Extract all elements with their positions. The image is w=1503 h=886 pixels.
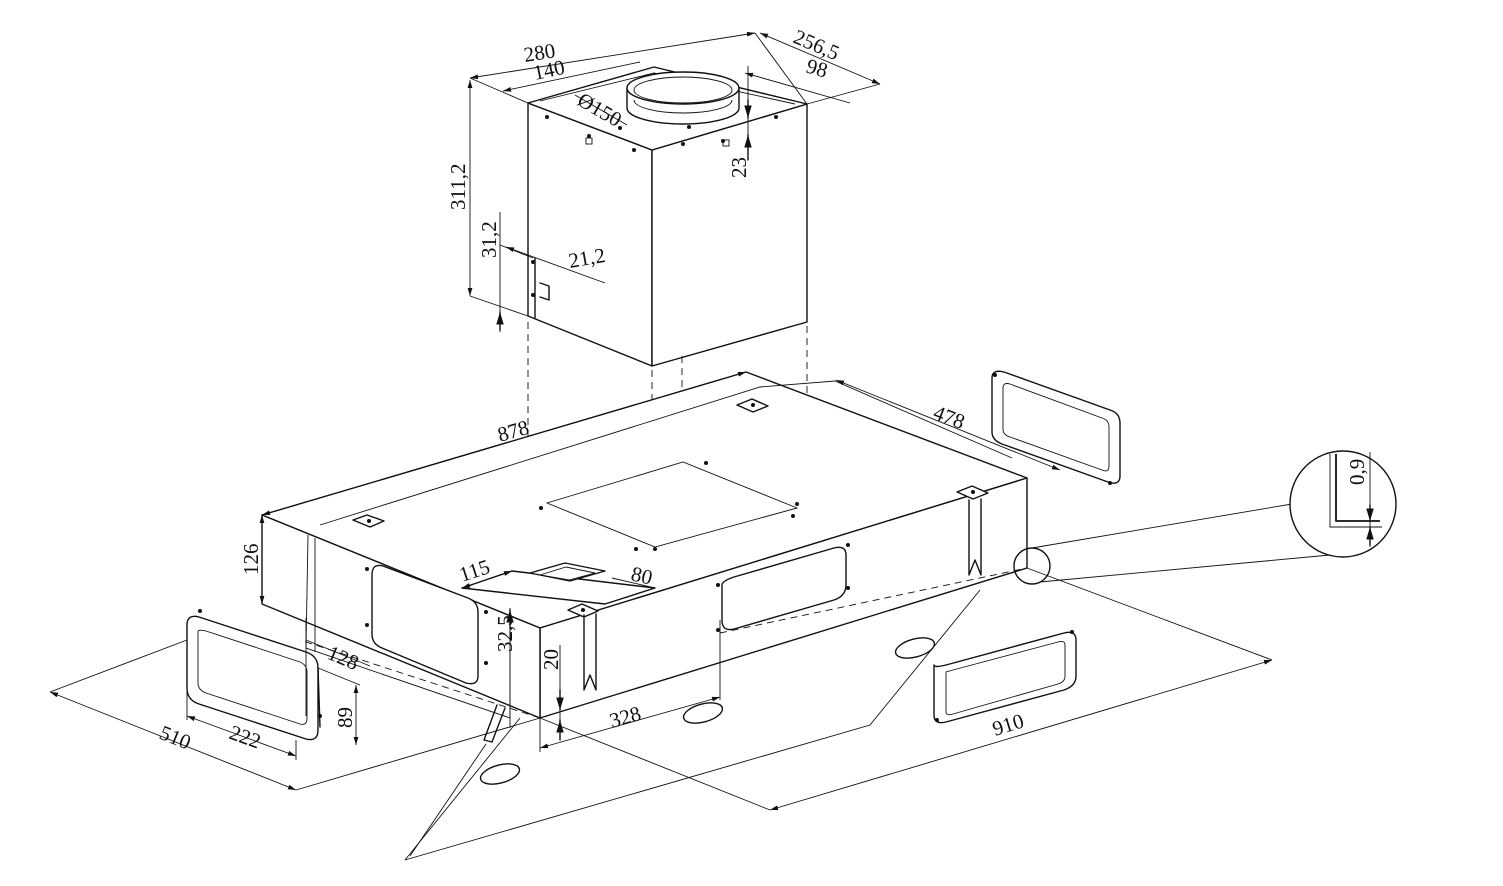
dim-140: 140	[531, 55, 567, 85]
top-clips	[352, 398, 989, 618]
dim-910: 910	[989, 709, 1026, 741]
right-duct-bottom	[933, 630, 1077, 724]
dim-126: 126	[239, 544, 263, 576]
chimney-box	[527, 66, 808, 367]
detail-callout	[1013, 450, 1397, 585]
chimney-bracket	[531, 257, 550, 319]
dim-32-5: 32,5	[493, 615, 517, 652]
left-duct	[186, 609, 322, 741]
dim-280: 280	[522, 38, 557, 67]
dim-23: 23	[727, 157, 751, 178]
dim-20: 20	[539, 649, 563, 670]
dim-311-2: 311,2	[446, 164, 470, 210]
dim-0-9: 0,9	[1345, 459, 1369, 485]
dim-98: 98	[804, 54, 831, 83]
chimney-collar	[626, 71, 740, 125]
left-opening	[365, 564, 488, 685]
dim-31-2: 31,2	[477, 221, 501, 258]
dim-510: 510	[156, 720, 194, 754]
dim-478: 478	[930, 400, 968, 434]
hooks	[583, 498, 982, 691]
dim-328: 328	[607, 701, 644, 733]
front-opening	[716, 543, 850, 632]
dim-222: 222	[226, 720, 264, 753]
dim-89: 89	[333, 707, 357, 728]
dim-128: 128	[324, 641, 362, 675]
